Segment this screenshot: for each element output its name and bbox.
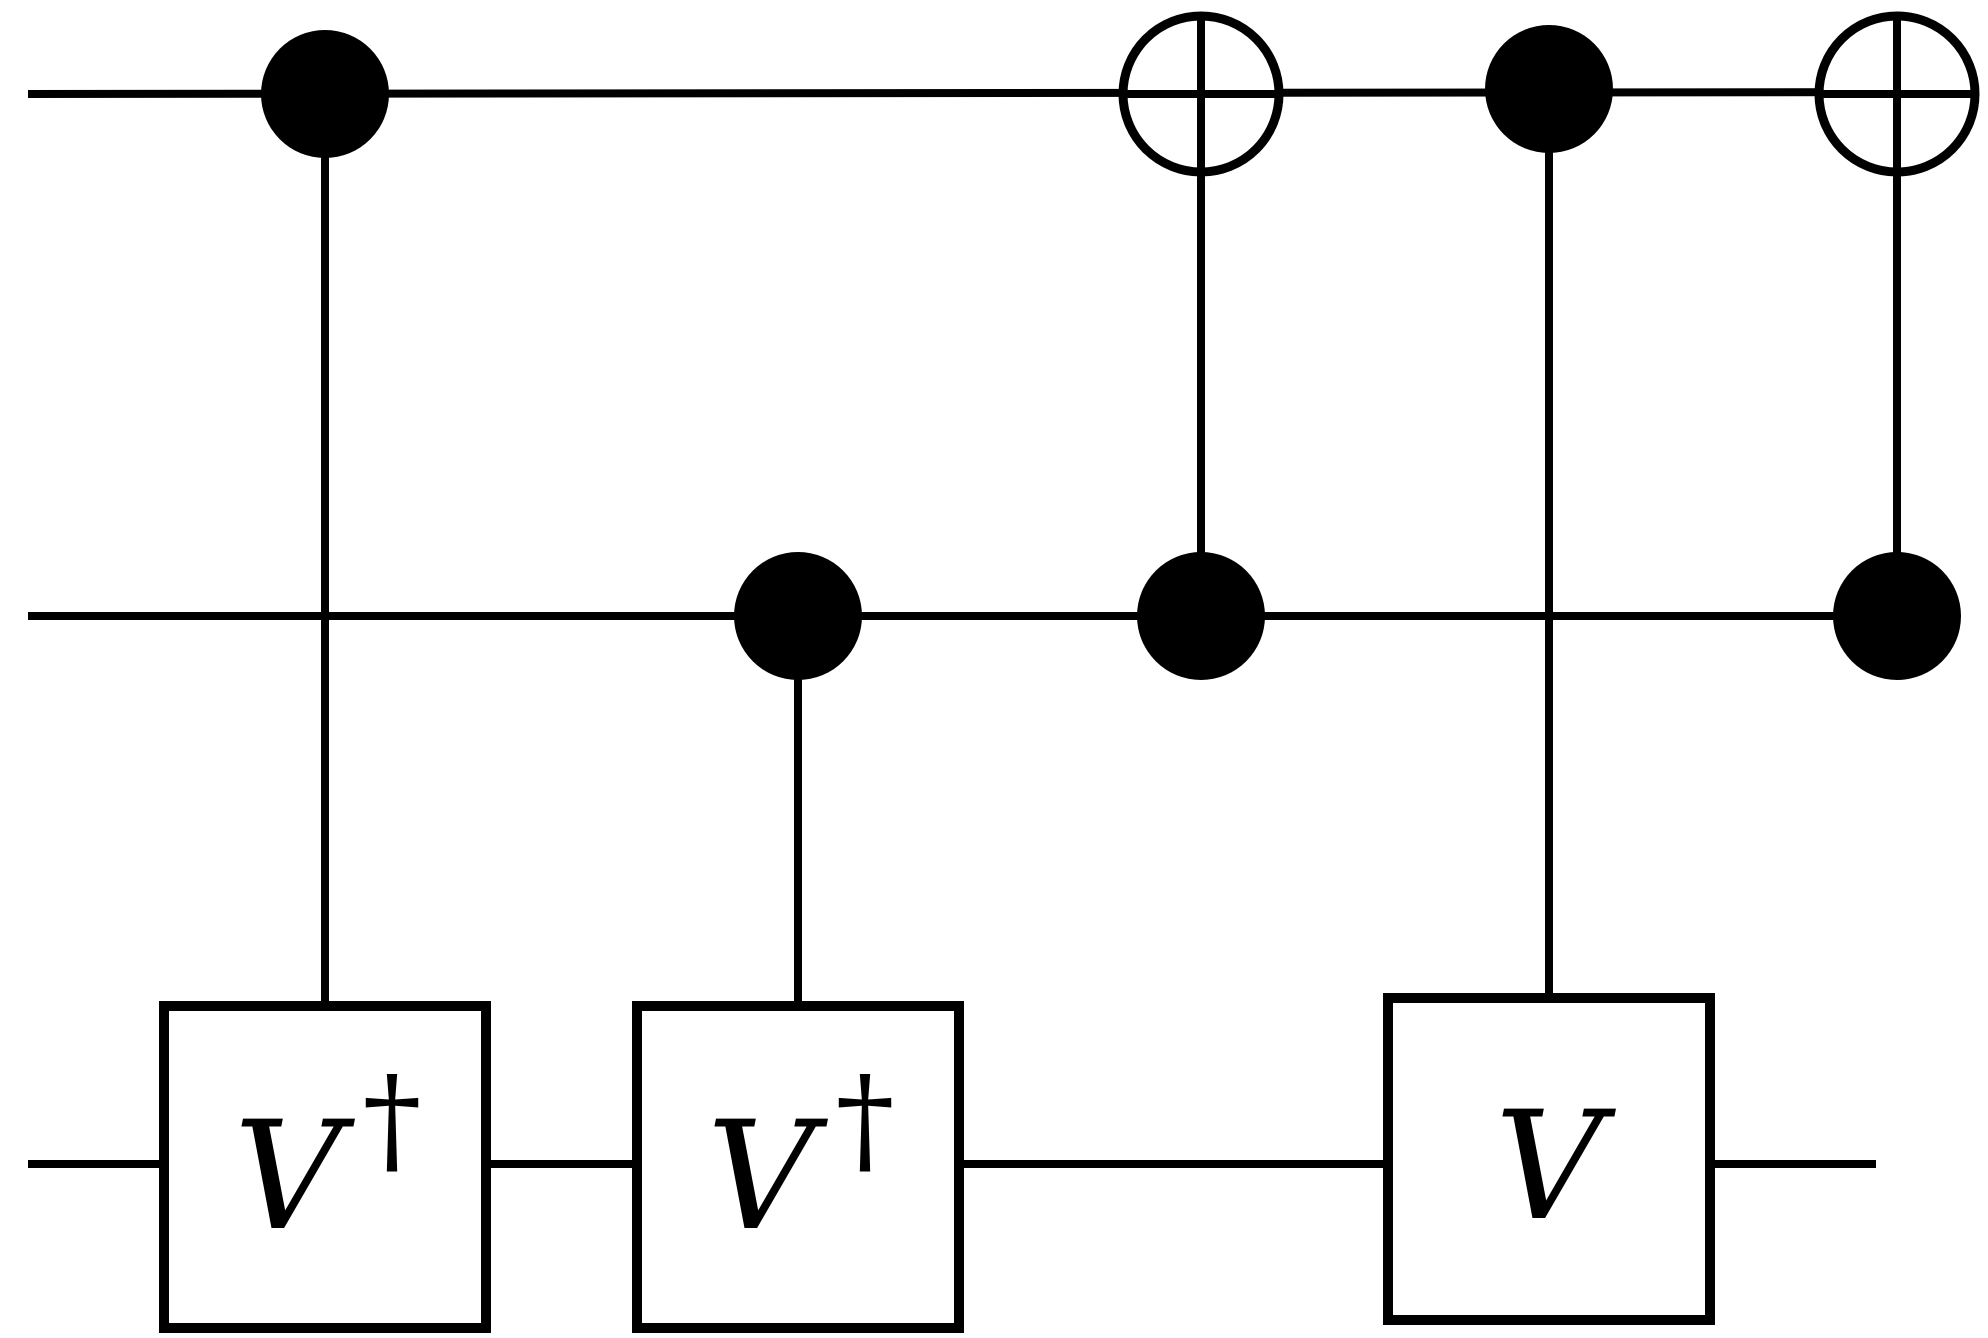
gate-2-box xyxy=(632,1001,964,1333)
gate-3-control-dot xyxy=(1137,552,1265,680)
gate-5-cnot xyxy=(1814,11,1980,680)
gate-1-dagger: † xyxy=(363,1050,422,1188)
gate-2-controlled-v-dagger: V † xyxy=(632,552,964,1333)
gate-1-control-dot xyxy=(261,30,389,158)
gate-4-controlled-v: V xyxy=(1383,25,1715,1325)
gate-3-cnot xyxy=(1118,11,1284,680)
gate-4-control-dot xyxy=(1485,25,1613,153)
gate-1-box xyxy=(159,1001,491,1333)
gate-4-box xyxy=(1383,993,1715,1325)
gate-connectors xyxy=(321,92,1901,1006)
gate-5-target-oplus xyxy=(1814,11,1980,177)
gate-1-label: V xyxy=(234,1090,356,1264)
gate-2-dagger: † xyxy=(836,1050,895,1188)
gate-1-controlled-v-dagger: V † xyxy=(159,30,491,1333)
gate-2-label: V xyxy=(707,1090,829,1264)
gate-5-control-dot xyxy=(1833,552,1961,680)
gate-3-target-oplus xyxy=(1118,11,1284,177)
gate-2-control-dot xyxy=(734,552,862,680)
gate-4-label: V xyxy=(1495,1080,1617,1254)
